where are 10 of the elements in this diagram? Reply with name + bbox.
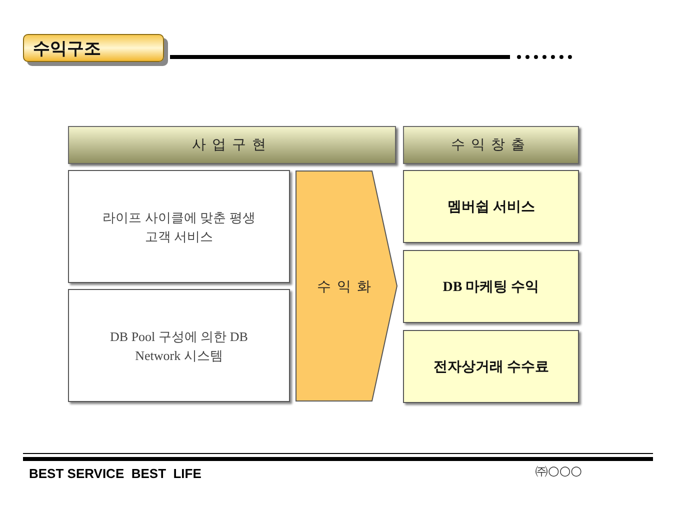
column-header: 수익창출 [403,126,579,164]
company-name: ㈜○○○ [535,463,582,480]
text-box: DB Pool 구성에 의한 DB Network 시스템 [68,289,290,402]
text-box: 라이프 사이클에 맞춘 평생 고객 서비스 [68,170,290,283]
node-text: 수익화 [317,278,377,296]
revenue-box: 전자상거래 수수료 [403,330,579,403]
footer-slogan: BEST SERVICE BEST LIFE [29,466,202,481]
revenue-box: 멤버쉽 서비스 [403,170,579,243]
revenue-box: DB 마케팅 수익 [403,250,579,323]
column-header: 사업구현 [68,126,396,164]
